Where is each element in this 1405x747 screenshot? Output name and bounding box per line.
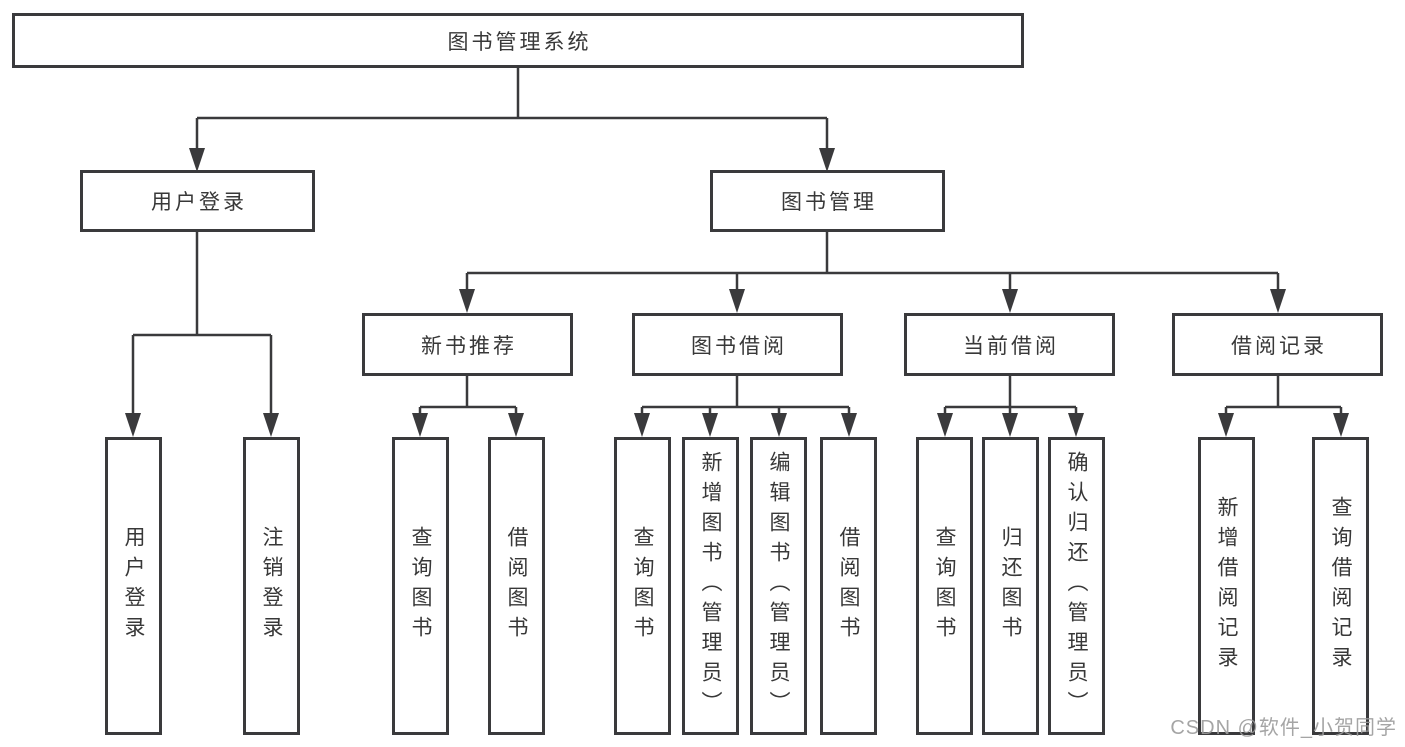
node-label: 新增图书（管理员） [699, 451, 722, 721]
node-label: 查询图书 [409, 526, 432, 646]
arrowhead [819, 148, 835, 172]
node-label: 归还图书 [999, 526, 1022, 646]
node-label: 当前借阅 [963, 334, 1059, 358]
node-current-borrowing: 当前借阅 [904, 313, 1115, 376]
node-label: 借阅图书 [505, 526, 528, 646]
connector-user-login-children [131, 232, 273, 421]
node-label: 查询图书 [631, 526, 654, 646]
arrowhead [634, 413, 650, 437]
arrowhead [729, 289, 745, 313]
connector-borrow-rec-children [1224, 376, 1343, 421]
arrowhead [412, 413, 428, 437]
node-leaf-logout: 注销登录 [243, 437, 300, 735]
arrowhead [702, 413, 718, 437]
node-leaf-query-books-borrow: 查询图书 [614, 437, 671, 735]
node-leaf-query-books-recommend: 查询图书 [392, 437, 449, 735]
arrowhead [125, 413, 141, 437]
node-leaf-borrow-books: 借阅图书 [820, 437, 877, 735]
node-leaf-add-borrow-record: 新增借阅记录 [1198, 437, 1255, 735]
node-label: 新书推荐 [421, 334, 517, 358]
node-leaf-edit-book-admin: 编辑图书（管理员） [750, 437, 807, 735]
arrowhead [771, 413, 787, 437]
arrowhead [1068, 413, 1084, 437]
node-leaf-add-book-admin: 新增图书（管理员） [682, 437, 739, 735]
connector-root-to-level2 [195, 68, 829, 156]
arrowhead [263, 413, 279, 437]
node-label: 编辑图书（管理员） [767, 451, 790, 721]
connector-book-borrow-children [640, 376, 851, 421]
node-leaf-confirm-return-admin: 确认归还（管理员） [1048, 437, 1105, 735]
node-leaf-query-books-current: 查询图书 [916, 437, 973, 735]
arrowhead [937, 413, 953, 437]
arrowhead [1002, 413, 1018, 437]
node-label: 查询借阅记录 [1329, 496, 1352, 676]
node-library-management-system: 图书管理系统 [12, 13, 1024, 68]
watermark: CSDN @软件_小贺同学 [1170, 717, 1397, 739]
node-new-book-recommendation: 新书推荐 [362, 313, 573, 376]
arrowhead [1270, 289, 1286, 313]
node-label: 确认归还（管理员） [1065, 451, 1088, 721]
node-book-borrowing: 图书借阅 [632, 313, 843, 376]
node-label: 注销登录 [260, 526, 283, 646]
connector-book-manage-children [465, 232, 1280, 297]
node-label: 用户登录 [122, 526, 145, 646]
node-leaf-query-borrow-record: 查询借阅记录 [1312, 437, 1369, 735]
arrowhead [841, 413, 857, 437]
node-label: 图书管理系统 [447, 30, 592, 54]
node-borrowing-records: 借阅记录 [1172, 313, 1383, 376]
node-label: 用户登录 [151, 191, 247, 214]
arrowhead [459, 289, 475, 313]
node-label: 图书借阅 [691, 334, 787, 358]
node-user-login: 用户登录 [80, 170, 315, 232]
node-leaf-borrow-books-recommend: 借阅图书 [488, 437, 545, 735]
node-label: 借阅记录 [1231, 334, 1327, 358]
arrowhead [189, 148, 205, 172]
node-label: 新增借阅记录 [1215, 496, 1238, 676]
connector-new-book-children [418, 376, 518, 421]
node-label: 查询图书 [933, 526, 956, 646]
arrowhead [508, 413, 524, 437]
arrowhead [1333, 413, 1349, 437]
node-label: 借阅图书 [837, 526, 860, 646]
arrowhead [1218, 413, 1234, 437]
node-leaf-return-books: 归还图书 [982, 437, 1039, 735]
node-label: 图书管理 [781, 191, 877, 214]
arrowhead [1002, 289, 1018, 313]
node-book-management: 图书管理 [710, 170, 945, 232]
node-leaf-user-login: 用户登录 [105, 437, 162, 735]
